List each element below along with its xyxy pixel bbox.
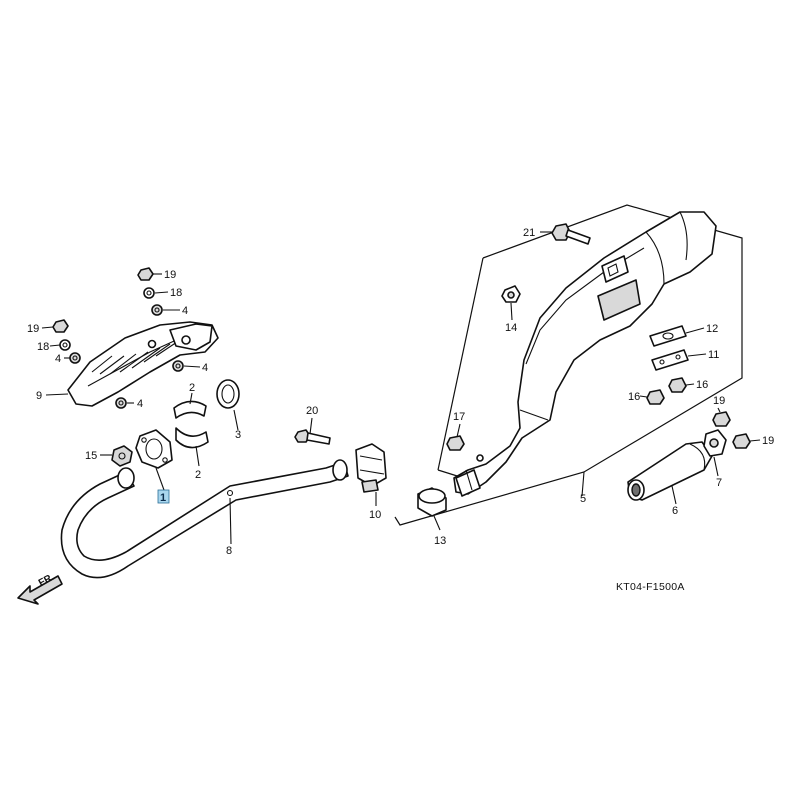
callout-2-upper: 2 <box>189 382 195 394</box>
callout-19-tail-upper: 19 <box>713 395 725 407</box>
nut-4-lower[interactable] <box>115 397 127 409</box>
front-direction-arrow-icon <box>17 575 63 605</box>
callout-19-tail-right: 19 <box>762 435 774 447</box>
callout-9: 9 <box>36 390 42 402</box>
nut-4-right[interactable] <box>172 360 184 372</box>
washer-18-left[interactable] <box>59 339 71 351</box>
heat-shield-part[interactable] <box>67 321 219 407</box>
callout-4-right: 4 <box>202 362 208 374</box>
callout-10: 10 <box>369 509 381 521</box>
bolt-19-left[interactable] <box>52 319 69 333</box>
bolt-20[interactable] <box>294 429 331 445</box>
collar-half-lower[interactable] <box>175 427 209 449</box>
callout-4-top: 4 <box>182 305 188 317</box>
flange-nut-15[interactable] <box>111 445 133 467</box>
gasket-11[interactable] <box>651 349 689 371</box>
callout-4-left: 4 <box>55 353 61 365</box>
washer-18-upper[interactable] <box>143 287 155 299</box>
clamp-band-part[interactable] <box>355 443 387 493</box>
callout-5: 5 <box>580 493 586 505</box>
callout-16-left: 16 <box>628 391 640 403</box>
callout-1-highlighted[interactable]: 1 <box>157 489 170 504</box>
bolt-19-upper[interactable] <box>137 267 154 281</box>
callout-14: 14 <box>505 322 517 334</box>
bolt-16-right[interactable] <box>668 377 687 393</box>
gasket-ring-part[interactable] <box>216 379 240 409</box>
callout-15: 15 <box>85 450 97 462</box>
diagram-code: KT04-F1500A <box>616 581 685 593</box>
callout-3: 3 <box>235 429 241 441</box>
callout-6: 6 <box>672 505 678 517</box>
bolt-19-tail-upper[interactable] <box>712 411 731 427</box>
leader-lines <box>41 231 761 545</box>
nut-4-left[interactable] <box>69 352 81 364</box>
bolt-21[interactable] <box>551 223 591 245</box>
callout-11: 11 <box>708 349 719 361</box>
exhaust-pipe-part[interactable] <box>60 459 349 579</box>
bolt-19-tail-right[interactable] <box>732 433 751 449</box>
clip-band-7[interactable] <box>703 429 727 457</box>
bolt-16-left[interactable] <box>646 389 665 405</box>
callout-18-left: 18 <box>37 341 49 353</box>
bolt-17[interactable] <box>446 435 465 451</box>
callout-20: 20 <box>306 405 318 417</box>
callout-17: 17 <box>453 411 465 423</box>
tail-pipe-part[interactable] <box>627 441 713 501</box>
callout-12: 12 <box>706 323 718 335</box>
muffler-part[interactable] <box>453 211 717 497</box>
callout-8: 8 <box>226 545 232 557</box>
callout-4-lower: 4 <box>137 398 143 410</box>
callout-18-top: 18 <box>170 287 182 299</box>
callout-19-top: 19 <box>164 269 176 281</box>
callout-1: 1 <box>160 492 166 504</box>
callout-2-lower: 2 <box>195 469 201 481</box>
nut-4-upper[interactable] <box>151 304 163 316</box>
callout-16-right: 16 <box>696 379 708 391</box>
callout-19-left: 19 <box>27 323 39 335</box>
nut-14[interactable] <box>501 285 521 303</box>
callout-7: 7 <box>716 477 722 489</box>
callout-labels: 19 18 4 19 18 4 4 4 9 2 3 2 15 1 8 20 10… <box>27 227 774 593</box>
callout-21: 21 <box>523 227 535 239</box>
callout-13: 13 <box>434 535 446 547</box>
callout-1-highlight-box <box>157 489 170 504</box>
joint-pipe-part[interactable] <box>417 487 447 517</box>
collar-half-upper[interactable] <box>173 400 207 419</box>
gasket-12[interactable] <box>649 325 687 347</box>
flange-gasket-part[interactable] <box>135 429 173 469</box>
